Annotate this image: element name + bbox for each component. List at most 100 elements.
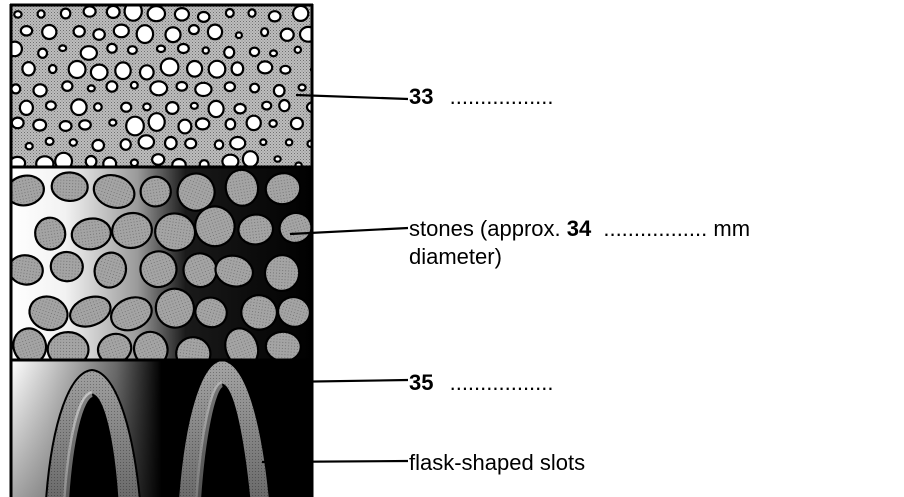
pebble bbox=[235, 104, 246, 113]
pebble bbox=[250, 84, 259, 93]
pebble bbox=[92, 140, 104, 151]
pebble bbox=[209, 101, 224, 117]
pebble bbox=[179, 120, 192, 134]
pebble bbox=[61, 9, 70, 19]
pebble bbox=[14, 11, 21, 17]
pebble bbox=[79, 120, 91, 129]
pebble bbox=[249, 9, 256, 16]
pebble bbox=[258, 61, 272, 73]
pebble bbox=[243, 151, 258, 167]
pebble bbox=[225, 82, 235, 91]
pebble bbox=[281, 66, 291, 74]
pebble bbox=[84, 6, 96, 16]
label-33-blank: ................. bbox=[450, 84, 554, 109]
middle-stone-layer bbox=[4, 167, 315, 372]
pebble bbox=[34, 84, 47, 96]
pebble bbox=[131, 160, 138, 167]
pebble bbox=[62, 81, 72, 90]
pebble bbox=[195, 83, 211, 96]
pebble bbox=[71, 99, 86, 115]
pebble bbox=[157, 46, 165, 52]
label-34-number: 34 bbox=[567, 216, 591, 241]
label-35-number: 35 bbox=[409, 370, 433, 395]
pebble bbox=[165, 137, 177, 149]
pebble bbox=[247, 116, 261, 130]
pebble bbox=[185, 139, 196, 149]
pebble bbox=[148, 6, 165, 21]
pebble bbox=[107, 44, 116, 53]
pebble bbox=[189, 25, 199, 34]
pebble bbox=[260, 139, 266, 145]
pebble bbox=[21, 26, 32, 35]
pebble bbox=[107, 81, 118, 91]
pebble bbox=[269, 11, 281, 21]
pebble bbox=[232, 62, 244, 75]
pebble bbox=[279, 100, 289, 111]
pebble bbox=[175, 8, 189, 20]
pebble bbox=[275, 156, 281, 161]
top-gravel-layer bbox=[8, 2, 320, 171]
pebble bbox=[20, 101, 33, 115]
pebble bbox=[295, 47, 301, 53]
pebble bbox=[177, 82, 188, 91]
pebble bbox=[269, 120, 276, 127]
pebble bbox=[299, 85, 306, 91]
pebble bbox=[152, 154, 164, 165]
pebble bbox=[109, 120, 116, 126]
pebble bbox=[22, 62, 34, 75]
pebble bbox=[261, 28, 268, 36]
pebble bbox=[49, 65, 56, 73]
pebble bbox=[215, 140, 223, 149]
pebble bbox=[178, 44, 189, 53]
pebble bbox=[94, 103, 102, 111]
label-35: 35 ................. bbox=[409, 370, 554, 396]
pebble bbox=[140, 65, 154, 79]
pebble bbox=[86, 156, 97, 167]
pebble bbox=[93, 29, 104, 40]
pebble bbox=[286, 139, 292, 145]
pebble bbox=[42, 25, 56, 39]
pebble bbox=[121, 139, 131, 150]
pebble bbox=[166, 27, 181, 42]
pebble bbox=[203, 47, 209, 53]
leader-slots bbox=[262, 461, 408, 462]
pebble bbox=[208, 25, 222, 40]
pebble bbox=[198, 12, 209, 22]
pebble bbox=[250, 48, 259, 56]
pebble bbox=[224, 47, 234, 58]
pebble bbox=[121, 103, 131, 112]
pebble bbox=[91, 65, 108, 80]
stone bbox=[264, 254, 301, 292]
pebble bbox=[209, 61, 226, 78]
pebble bbox=[274, 85, 285, 96]
pebble bbox=[38, 49, 47, 58]
pebble bbox=[114, 25, 129, 38]
pebble bbox=[69, 61, 86, 78]
pebble bbox=[293, 6, 308, 21]
pebble bbox=[59, 45, 66, 51]
pebble bbox=[281, 29, 294, 41]
pebble bbox=[38, 10, 45, 17]
pebble bbox=[126, 117, 144, 136]
label-stones-unit: mm bbox=[707, 216, 750, 241]
pebble bbox=[161, 59, 179, 76]
pebble bbox=[196, 118, 209, 129]
label-33-number: 33 bbox=[409, 84, 433, 109]
stone bbox=[50, 251, 84, 282]
label-33: 33 ................. bbox=[409, 84, 554, 110]
pebble bbox=[236, 32, 242, 38]
label-stones-line2: diameter) bbox=[409, 244, 502, 270]
bottom-slot-layer bbox=[11, 360, 312, 497]
pebble bbox=[230, 137, 245, 149]
pebble bbox=[11, 84, 20, 93]
label-34-blank: ................. bbox=[597, 216, 707, 241]
pebble bbox=[139, 135, 154, 148]
pebble bbox=[191, 103, 198, 109]
pebble bbox=[88, 85, 95, 91]
label-stones: stones (approx. 34 ................. mm bbox=[409, 216, 750, 242]
pebble bbox=[60, 121, 72, 131]
pebble bbox=[149, 113, 165, 131]
pebble bbox=[81, 46, 97, 60]
pebble bbox=[270, 50, 277, 56]
pebble bbox=[150, 81, 167, 95]
